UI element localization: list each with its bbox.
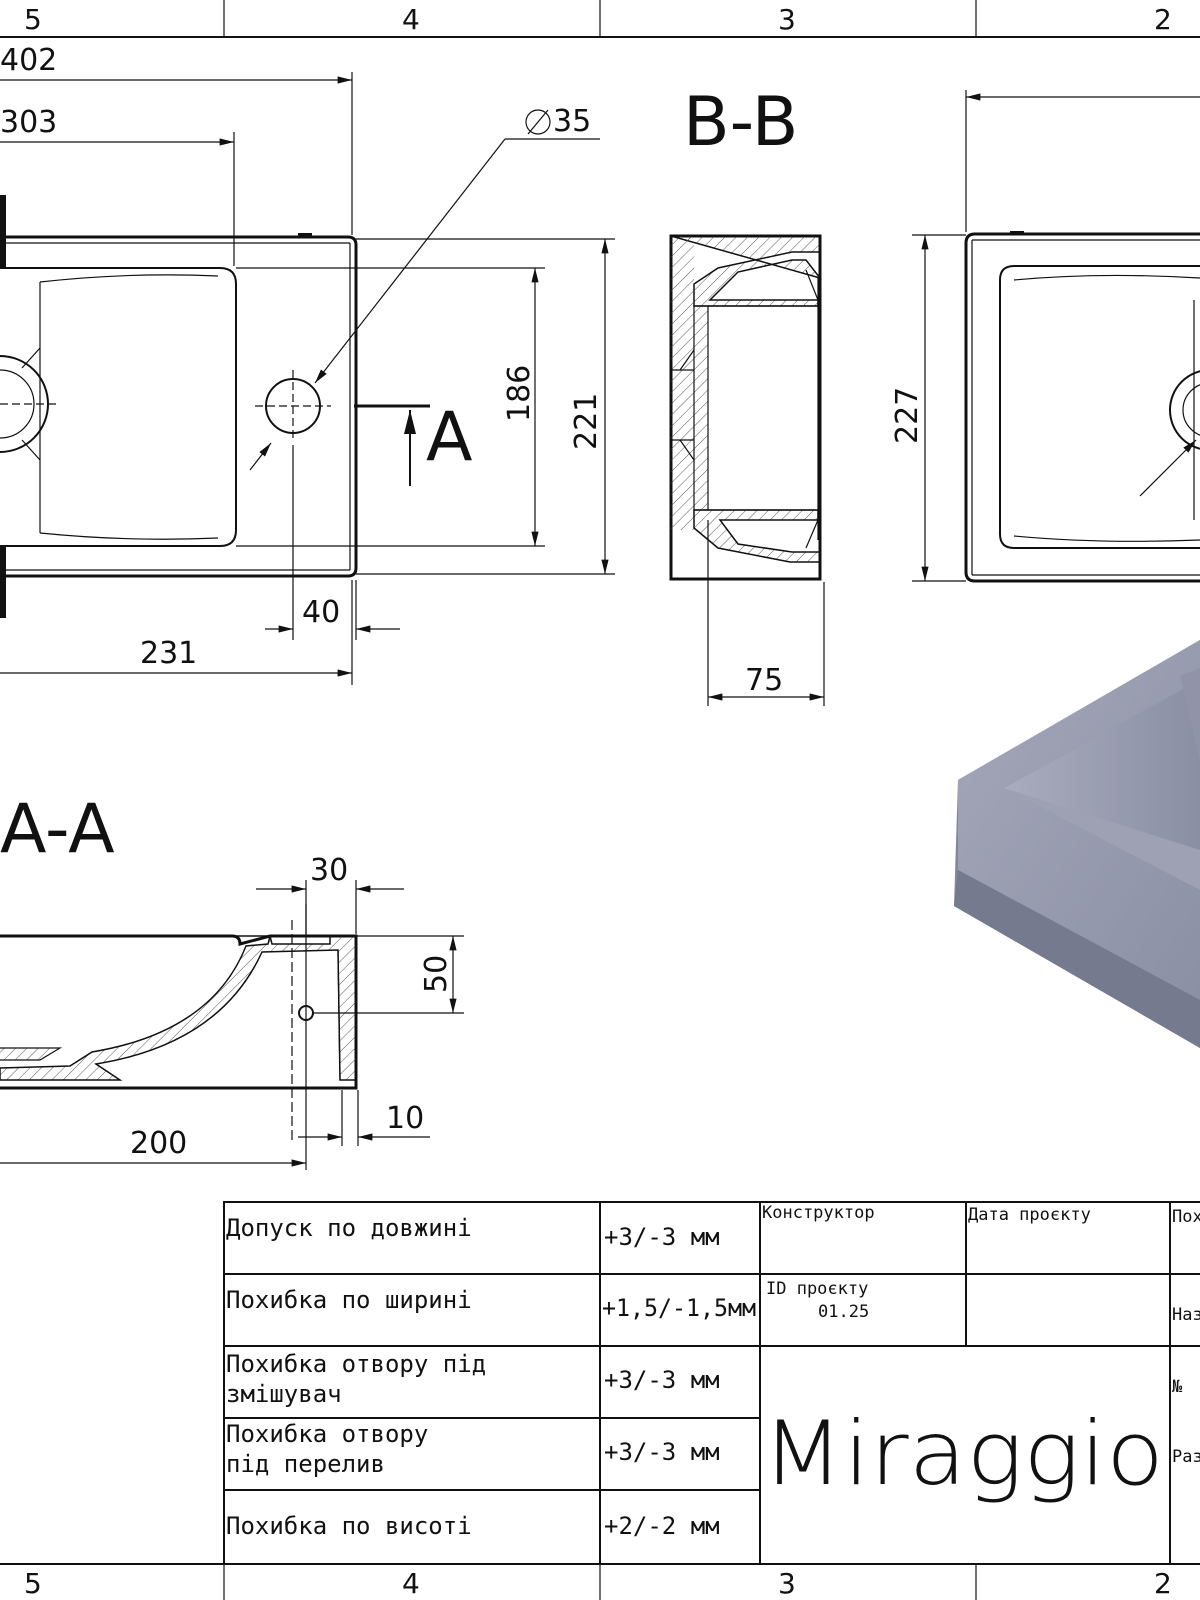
dimension-186-label: 186 xyxy=(502,365,537,422)
dimension-303 xyxy=(0,132,235,266)
dimension-30 xyxy=(256,880,404,934)
section-a-marker-label: A xyxy=(426,398,473,477)
brand-logo: Miraggio xyxy=(762,1402,1164,1505)
title-block-right-col-4: Раз xyxy=(1172,1447,1200,1467)
zone-number-top-2: 2 xyxy=(1154,3,1172,36)
section-aa-view xyxy=(0,904,358,1170)
dimension-right-top-width xyxy=(965,90,1200,232)
dimension-227 xyxy=(912,234,966,582)
tolerance-length-label: Допуск по довжині xyxy=(226,1214,472,1242)
dimension-40-label: 40 xyxy=(302,595,340,630)
title-block-right-col-1: Пох xyxy=(1172,1207,1200,1227)
tolerance-mixer-hole-label-1: Похибка отвору під xyxy=(226,1350,486,1378)
constructor-label: Конструктор xyxy=(762,1203,875,1223)
dimension-402 xyxy=(0,72,353,235)
dimension-221-label: 221 xyxy=(569,393,604,450)
project-date-label: Дата проєкту xyxy=(968,1205,1091,1225)
dimension-227-label: 227 xyxy=(890,387,925,444)
tolerance-mixer-hole-label-2: змішувач xyxy=(226,1380,342,1408)
section-aa-title: A-A xyxy=(0,790,115,869)
tolerance-height-value: +2/-2 мм xyxy=(604,1512,720,1540)
top-view xyxy=(0,195,358,618)
title-block-grid xyxy=(223,1201,1200,1565)
dimension-231-label: 231 xyxy=(140,636,197,671)
dimension-75 xyxy=(707,520,825,706)
dimension-10 xyxy=(298,1090,430,1146)
dimension-221 xyxy=(356,238,615,575)
title-block-right-col-2: Наз xyxy=(1172,1305,1200,1325)
tolerance-mixer-hole-value: +3/-3 мм xyxy=(604,1366,720,1394)
dimension-40 xyxy=(265,445,400,640)
section-bb-view xyxy=(669,234,822,581)
tolerance-height-label: Похибка по висоті xyxy=(226,1512,472,1540)
basin-3d-render xyxy=(954,640,1200,1048)
tolerance-overflow-label-1: Похибка отвору xyxy=(226,1420,428,1448)
section-bb-title: B-B xyxy=(683,83,798,162)
zone-number-bottom-2: 2 xyxy=(1154,1567,1172,1600)
tolerance-overflow-value: +3/-3 мм xyxy=(604,1438,720,1466)
title-block-right-col-3: № xyxy=(1172,1377,1183,1397)
dimension-303-label: 303 xyxy=(0,105,57,140)
dimension-231 xyxy=(0,580,353,685)
tolerance-overflow-label-2: під перелив xyxy=(226,1450,385,1478)
dimension-50-label: 50 xyxy=(419,955,454,993)
right-top-view xyxy=(964,231,1200,583)
zone-number-top-3: 3 xyxy=(778,3,796,36)
dimension-200-label: 200 xyxy=(130,1126,187,1161)
zone-number-bottom-5: 5 xyxy=(24,1567,42,1600)
dimension-75-label: 75 xyxy=(745,663,783,698)
dimension-35-label: 35 xyxy=(553,104,591,139)
dimension-30-label: 30 xyxy=(310,853,348,888)
zone-number-top-5: 5 xyxy=(24,3,42,36)
zone-number-bottom-3: 3 xyxy=(778,1567,796,1600)
dimension-186 xyxy=(236,267,545,547)
dimension-402-label: 402 xyxy=(0,43,57,78)
dimension-35-leader xyxy=(249,109,600,471)
tolerance-width-label: Похибка по ширині xyxy=(226,1286,472,1314)
section-a-marker xyxy=(354,404,430,486)
tolerance-width-value: +1,5/-1,5мм xyxy=(602,1294,756,1322)
tolerance-length-value: +3/-3 мм xyxy=(604,1223,720,1251)
project-id-value: 01.25 xyxy=(818,1302,869,1322)
dimension-50 xyxy=(314,935,464,1014)
zone-number-bottom-4: 4 xyxy=(402,1567,420,1600)
project-id-label: ID проєкту xyxy=(766,1279,868,1299)
dimension-10-label: 10 xyxy=(386,1101,424,1136)
zone-number-top-4: 4 xyxy=(402,3,420,36)
